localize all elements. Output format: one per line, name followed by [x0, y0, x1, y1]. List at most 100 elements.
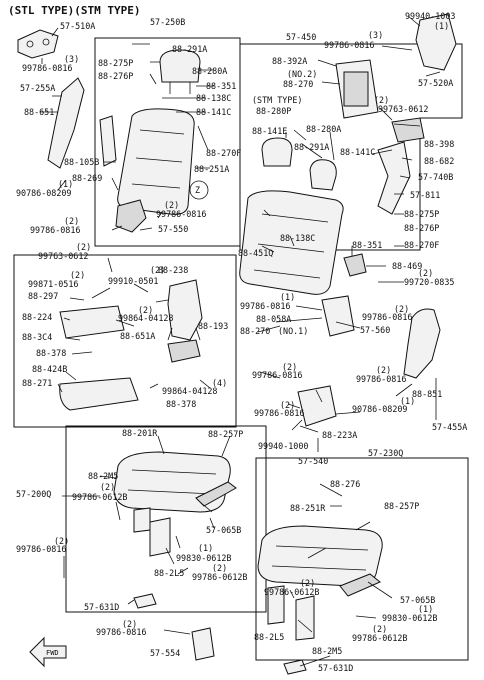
label-88276P-a: 88-276P	[98, 71, 133, 81]
label-99786-0816-c: 99786-0816	[156, 209, 206, 219]
label-99786-0816-b: 99786-0816	[324, 40, 374, 50]
label-99786-0816-j: 99786-0816	[16, 544, 66, 554]
label-99786-0816-a: 99786-0816	[22, 63, 72, 73]
side-trim-left	[47, 77, 85, 169]
qty-marker: (2)	[150, 265, 165, 275]
qty-marker: (3)	[368, 30, 383, 40]
part-drawings: Z	[17, 13, 457, 675]
label-99786-0816-h: 99786-0816	[356, 374, 406, 384]
diagram-title: (STL TYPE)(STM TYPE)	[8, 4, 140, 17]
label-88141C-a: 88-141C	[196, 107, 231, 117]
label-88398: 88-398	[424, 139, 454, 149]
qty-marker: (2)	[76, 242, 91, 252]
box-armrest	[13, 254, 237, 428]
label-57631D-a: 57-631D	[84, 602, 119, 612]
label-88-2M5-b: 88-2M5	[312, 646, 342, 656]
label-57510A: 57-510A	[60, 21, 95, 31]
label-99871-0516: 99871-0516	[28, 279, 78, 289]
headrest-stm-left	[261, 137, 293, 167]
latch-88469	[343, 253, 367, 277]
hinge-bracket-left	[17, 29, 59, 59]
seatback-stm	[239, 190, 344, 295]
label-99786-0816-k: 99786-0816	[96, 627, 146, 637]
label-57560: 57-560	[360, 325, 390, 335]
label-88451Q: 88-451Q	[238, 248, 273, 258]
qty-marker: (1)	[280, 292, 295, 302]
label-88224: 88-224	[22, 312, 52, 322]
label-57065B-b: 57-065B	[400, 595, 435, 605]
label-88275P-b: 88-275P	[404, 209, 439, 219]
label-99940-1000: 99940-1000	[258, 441, 308, 451]
qty-marker: (2)	[418, 268, 433, 278]
qty-marker: (1)	[418, 604, 433, 614]
label-90786-08209-b: 90786-08209	[352, 404, 407, 414]
qty-marker: (2)	[54, 536, 69, 546]
label-57455A: 57-455A	[432, 422, 467, 432]
box-cushion-left	[65, 425, 267, 613]
label-99763-0612-b: 99763-0612	[38, 251, 88, 261]
label-88257P-a: 88-257P	[208, 429, 243, 439]
label-57250B: 57-250B	[150, 17, 185, 27]
label-88280A-b: 88-280A	[306, 124, 341, 134]
cushion-bracket-r2	[295, 595, 315, 641]
label-99786-0816-i: 99786-0816	[254, 408, 304, 418]
label-88141C-b: 88-141C	[340, 147, 375, 157]
qty-marker: (2)	[70, 270, 85, 280]
label-no1: (NO.1)	[278, 326, 308, 336]
hinge-88193	[167, 339, 201, 363]
part-labels: 57-510A 57-250B 99940-1003 57-450 99786-…	[16, 11, 467, 673]
label-88238: 88-238	[158, 265, 188, 275]
label-99763-0612-a: 99763-0612	[378, 104, 428, 114]
label-90786-08209-a: 90786-08209	[16, 188, 71, 198]
cushion-bracket-r1	[267, 585, 285, 625]
cushion-left	[113, 451, 231, 513]
label-88058A: 88-058A	[256, 314, 291, 324]
qty-marker: (2)	[376, 365, 391, 375]
label-88392A: 88-392A	[272, 56, 307, 66]
hinge-bracket-right	[415, 13, 457, 71]
label-88280P: 88-280P	[256, 106, 291, 116]
belt-guide	[377, 141, 411, 215]
label-88276: 88-276	[330, 479, 360, 489]
label-88297: 88-297	[28, 291, 58, 301]
hinge-57540	[297, 385, 337, 427]
cover-57554	[191, 627, 215, 661]
label-99786-0816-d: 99786-0816	[30, 225, 80, 235]
headrest-stm-right	[309, 159, 337, 191]
label-88378-b: 88-378	[166, 399, 196, 409]
qty-marker: (3)	[64, 54, 79, 64]
qty-marker: (2)	[394, 304, 409, 314]
label-99786-0816-e: 99786-0816	[240, 301, 290, 311]
label-88270-a: 88-270	[283, 79, 313, 89]
label-57230Q: 57-230Q	[368, 448, 403, 458]
label-57550: 57-550	[158, 224, 188, 234]
label-88351-b: 88-351	[352, 240, 382, 250]
detail-z-marker	[189, 180, 209, 200]
label-88469: 88-469	[392, 261, 422, 271]
qty-marker: (2)	[100, 482, 115, 492]
qty-marker: (2)	[138, 305, 153, 315]
label-88251A: 88-251A	[194, 164, 229, 174]
label-57450: 57-450	[286, 32, 316, 42]
qty-marker: (2)	[374, 95, 389, 105]
label-57200Q: 57-200Q	[16, 489, 51, 499]
pad-57631D-left	[133, 593, 157, 609]
label-57540: 57-540	[298, 456, 328, 466]
qty-marker: (4)	[212, 378, 227, 388]
qty-marker: (2)	[64, 216, 79, 226]
label-99720-0835: 99720-0835	[404, 277, 454, 287]
qty-marker: (2)	[282, 362, 297, 372]
label-99786-0816-g: 99786-0816	[252, 370, 302, 380]
group-boxes	[13, 37, 469, 661]
side-cover-right	[403, 308, 441, 379]
label-88270F-a: 88-270F	[206, 148, 241, 158]
label-88251R: 88-251R	[290, 503, 326, 513]
label-88138C-a: 88-138C	[196, 93, 231, 103]
label-57740B: 57-740B	[418, 172, 453, 182]
cushion-bracket-l2	[149, 517, 171, 557]
seatback-stl	[117, 108, 195, 215]
label-88270-no1: 88-270	[240, 326, 270, 336]
frame-cover	[99, 115, 117, 167]
label-57631D-b: 57-631D	[318, 663, 353, 673]
